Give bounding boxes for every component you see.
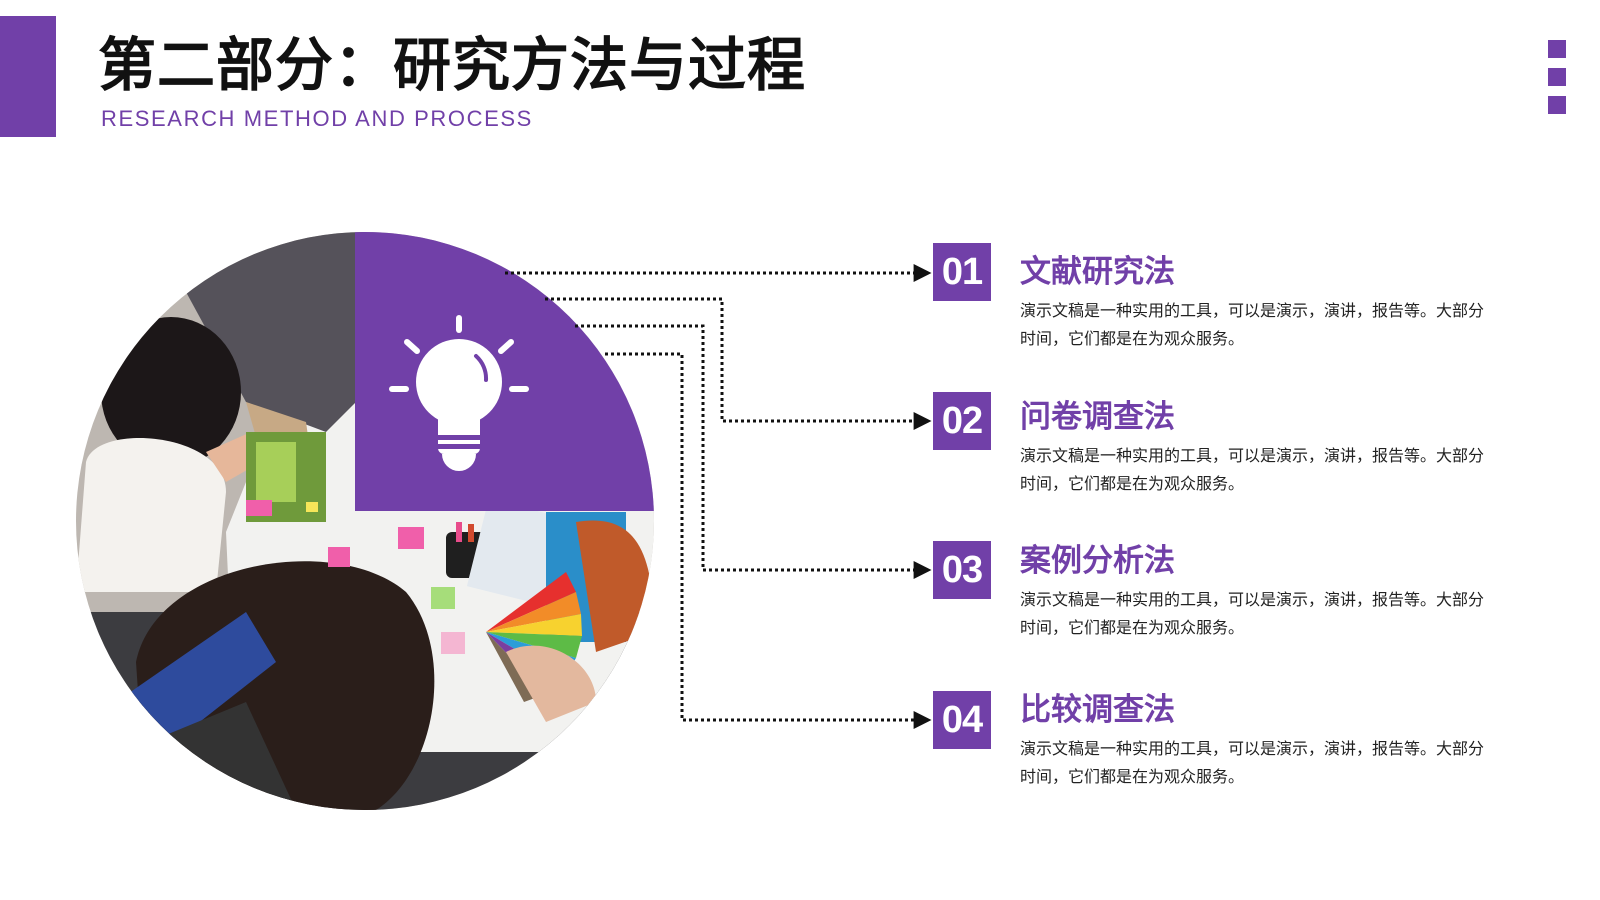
number-badge: 03	[933, 541, 991, 599]
number-badge: 02	[933, 392, 991, 450]
method-title: 问卷调查法	[1020, 399, 1175, 435]
method-title: 案例分析法	[1020, 543, 1175, 579]
menu-icon[interactable]	[1548, 40, 1568, 124]
method-description: 演示文稿是一种实用的工具，可以是演示，演讲，报告等。大部分时间，它们都是在为观众…	[1020, 301, 1485, 348]
method-title: 文献研究法	[1020, 254, 1175, 290]
number-badge: 04	[933, 691, 991, 749]
method-description: 演示文稿是一种实用的工具，可以是演示，演讲，报告等。大部分时间，它们都是在为观众…	[1020, 590, 1485, 637]
number-badge: 01	[933, 243, 991, 301]
method-description: 演示文稿是一种实用的工具，可以是演示，演讲，报告等。大部分时间，它们都是在为观众…	[1020, 739, 1485, 786]
page-subtitle: RESEARCH METHOD AND PROCESS	[101, 106, 533, 131]
method-title: 比较调查法	[1020, 692, 1175, 728]
lightbulb-icon	[389, 315, 529, 471]
page-title: 第二部分：研究方法与过程	[98, 31, 807, 99]
header-accent-bar	[0, 16, 56, 137]
method-description: 演示文稿是一种实用的工具，可以是演示，演讲，报告等。大部分时间，它们都是在为观众…	[1020, 446, 1485, 493]
